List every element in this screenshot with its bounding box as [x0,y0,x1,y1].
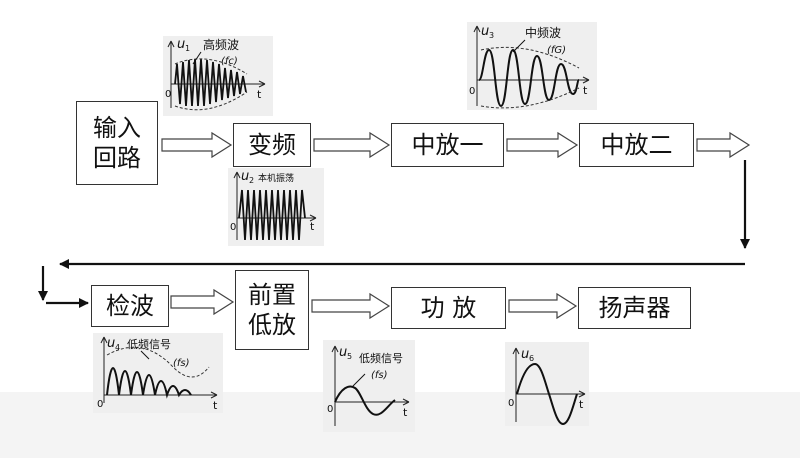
waveform-u4-panel: u 4 低频信号 (fs) 0 t [93,333,223,413]
waveform-u5-sub: 5 [347,352,352,361]
waveform-u2-panel: u 2 本机振荡 0 t [228,168,324,246]
waveform-u4-sub: 4 [115,343,120,352]
waveform-u4-plot: u 4 低频信号 (fs) 0 t [97,336,218,412]
waveform-u1-origin: 0 [165,89,171,100]
block-power-amp: 功 放 [391,287,506,329]
block-preamp-label: 前置低放 [247,281,296,339]
block-if-amp-1: 中放一 [391,123,504,167]
block-speaker-label: 扬声器 [598,294,671,322]
waveform-u1-panel: u 1 高频波 (fc) 0 t [163,36,273,116]
block-detector-label: 检波 [106,292,154,320]
block-if-amp-2: 中放二 [579,123,694,167]
hollow-arrow-2 [313,131,391,159]
block-input-loop: 输入回路 [76,101,158,185]
waveform-u3-plot: u 3 中频波 (fG) 0 t [469,24,590,109]
waveform-u2-plot: u 2 本机振荡 0 t [230,169,317,241]
waveform-u3-label: 中频波 [525,25,561,40]
waveform-u2-sub: 2 [249,176,254,185]
waveform-u2-origin: 0 [230,222,236,233]
waveform-u1-t: t [257,88,262,101]
waveform-u6-plot: u 6 0 t [508,347,586,426]
hollow-arrow-7 [508,292,578,320]
block-if-amp-1-label: 中放一 [411,131,484,159]
waveform-u5-origin: 0 [327,404,333,415]
hollow-arrow-1 [161,131,233,159]
waveform-u2-label: 本机振荡 [258,172,294,184]
hollow-arrow-6 [311,292,391,320]
waveform-u6-t: t [579,398,584,411]
waveform-u5-plot: u 5 低频信号 (fs) 0 t [327,345,410,426]
waveform-u1-sub: 1 [185,44,190,53]
hollow-arrow-5 [170,288,235,316]
waveform-u5-panel: u 5 低频信号 (fs) 0 t [323,340,415,432]
waveform-u6-var: u [521,347,529,362]
waveform-u1-freq: (fc) [221,56,238,67]
waveform-u3-sub: 3 [489,31,494,40]
waveform-u3-freq: (fG) [547,45,566,56]
waveform-u3-panel: u 3 中频波 (fG) 0 t [467,22,597,110]
block-speaker: 扬声器 [578,287,691,329]
waveform-u4-origin: 0 [97,399,103,410]
block-preamp: 前置低放 [235,270,309,350]
block-detector: 检波 [91,285,169,327]
waveform-u2-t: t [310,220,315,233]
block-input-loop-label: 输入回路 [92,114,141,172]
waveform-u5-freq: (fs) [371,370,388,381]
waveform-u6-origin: 0 [508,398,514,409]
waveform-u6-panel: u 6 0 t [505,342,589,426]
block-mixer: 变频 [233,123,311,167]
waveform-u4-freq: (fs) [173,358,190,369]
waveform-u1-plot: u 1 高频波 (fc) 0 t [165,37,266,111]
hollow-arrow-3 [506,131,579,159]
waveform-u3-origin: 0 [469,86,475,97]
waveform-u5-label: 低频信号 [359,351,403,365]
waveform-u4-label: 低频信号 [127,337,171,351]
waveform-u6-sub: 6 [529,354,534,363]
hollow-arrow-4 [696,131,751,159]
waveform-u3-t: t [583,84,588,97]
waveform-u1-label: 高频波 [203,37,239,52]
waveform-u3-var: u [481,24,489,39]
waveform-u2-var: u [241,169,249,184]
block-if-amp-2-label: 中放二 [600,131,673,159]
block-mixer-label: 变频 [248,131,296,159]
waveform-u1-var: u [177,37,185,52]
waveform-u5-t: t [403,406,408,419]
waveform-u5-var: u [339,345,347,360]
block-power-amp-label: 功 放 [420,294,477,322]
waveform-u4-t: t [213,399,218,412]
waveform-u4-var: u [107,336,115,351]
